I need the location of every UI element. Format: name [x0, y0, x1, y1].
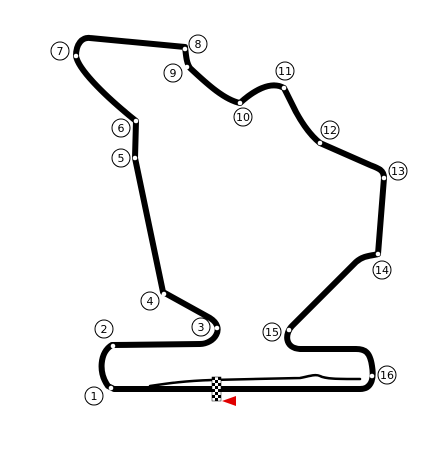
corner-point: [317, 140, 323, 146]
corner-number: 1: [91, 390, 98, 403]
corner-markers: 1 2 3 4 5 6 7: [50, 34, 408, 406]
corner-number: 10: [236, 111, 250, 124]
corner-marker-1: 1: [84, 386, 104, 406]
start-direction-flag-icon: [222, 396, 236, 406]
corner-marker-16: 16: [377, 365, 397, 385]
corner-point: [381, 175, 387, 181]
corner-point: [73, 53, 79, 59]
corner-number: 14: [375, 264, 389, 277]
corner-marker-8: 8: [188, 34, 208, 54]
corner-marker-9: 9: [163, 63, 183, 83]
corner-number: 4: [147, 295, 154, 308]
corner-marker-7: 7: [50, 41, 70, 61]
corner-point: [108, 385, 114, 391]
corner-point: [286, 327, 292, 333]
corner-point: [182, 46, 188, 52]
corner-marker-13: 13: [388, 161, 408, 181]
corner-number: 11: [278, 65, 292, 78]
corner-number: 3: [198, 321, 205, 334]
corner-number: 16: [380, 369, 394, 382]
corner-marker-6: 6: [111, 118, 131, 138]
corner-point: [184, 64, 190, 70]
corner-point: [161, 291, 167, 297]
corner-number: 12: [323, 124, 337, 137]
corner-point: [133, 118, 139, 124]
corner-marker-3: 3: [191, 317, 211, 337]
corner-number: 15: [265, 326, 279, 339]
corner-point: [375, 251, 381, 257]
corner-marker-4: 4: [140, 291, 160, 311]
corner-point: [214, 325, 220, 331]
corner-marker-5: 5: [111, 148, 131, 168]
corner-marker-12: 12: [320, 120, 340, 140]
corner-marker-11: 11: [275, 61, 295, 81]
checkered-flag-icon: [211, 376, 222, 402]
corner-marker-14: 14: [372, 260, 392, 280]
corner-number: 8: [195, 38, 202, 51]
corner-point: [132, 155, 138, 161]
corner-number: 5: [118, 152, 125, 165]
track-outline: [73, 34, 387, 392]
corner-point: [281, 85, 287, 91]
corner-marker-10: 10: [233, 107, 253, 127]
corner-point: [237, 100, 243, 106]
corner-marker-15: 15: [262, 322, 282, 342]
corner-number: 9: [170, 67, 177, 80]
corner-number: 7: [57, 45, 64, 58]
pit-lane: [148, 373, 362, 388]
corner-number: 2: [101, 323, 108, 336]
corner-number: 13: [391, 165, 405, 178]
corner-points: [73, 46, 387, 391]
corner-marker-2: 2: [94, 319, 114, 339]
corner-point: [369, 373, 375, 379]
corner-number: 6: [118, 122, 125, 135]
corner-point: [110, 343, 116, 349]
